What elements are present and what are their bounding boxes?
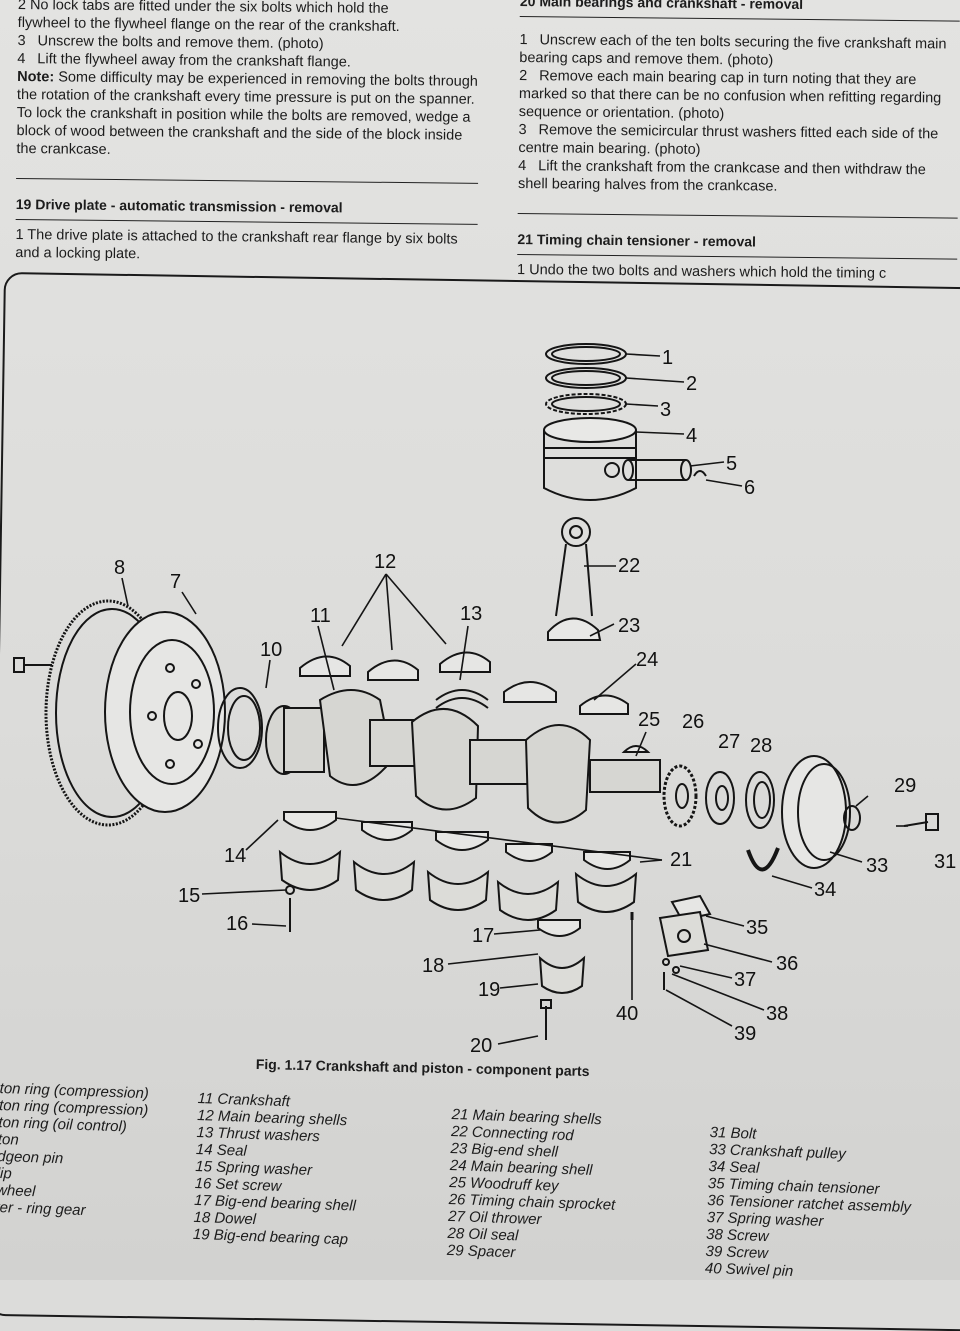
callout-7: 7 [170,571,181,593]
callout-36: 36 [776,953,798,975]
callout-40: 40 [616,1003,638,1025]
timing-chain-sprocket [662,764,698,828]
flywheel [44,599,226,827]
callout-26: 26 [682,711,704,733]
callout-3: 3 [660,399,671,421]
callout-8: 8 [114,557,125,579]
tensioner-ratchet-assembly [658,910,710,958]
callout-5: 5 [726,453,737,475]
pulley-bolt [903,813,939,831]
woodruff-key [621,745,651,753]
callout-25: 25 [638,709,660,731]
piston-ring-1 [545,343,627,365]
callout-37: 37 [734,969,756,991]
callout-14: 14 [224,845,246,867]
callout-16: 16 [226,913,248,935]
callout-10: 10 [260,639,282,661]
thrust-washers [435,689,489,709]
flywheel-bolt [13,657,52,673]
piston-ring-2 [545,367,627,389]
callout-35: 35 [746,917,768,939]
legend-column-4: 31 Bolt 33 Crankshaft pulley 34 Seal 35 … [705,1124,914,1284]
big-end-bearing-cap [538,955,586,994]
crankshaft-pulley [781,755,861,869]
connecting-rod [547,517,602,641]
callout-33: 33 [866,855,888,877]
callout-34: 34 [814,879,836,901]
legend-column-3: 21 Main bearing shells 22 Connecting rod… [447,1106,619,1265]
callout-24: 24 [636,649,658,671]
legend-column-2: 11 Crankshaft 12 Main bearing shells 13 … [193,1090,360,1249]
callout-labels: 1 2 3 4 5 6 7 8 10 11 12 13 14 15 16 17 … [114,347,956,1057]
leader-lines [121,353,908,1045]
callout-23: 23 [618,615,640,637]
big-end-shell [537,919,581,937]
big-end-bolt [540,999,552,1040]
callout-1: 1 [662,347,673,369]
callout-31: 31 [934,851,956,873]
callout-4: 4 [686,425,697,447]
callout-29: 29 [894,775,916,797]
callout-6: 6 [744,477,755,499]
tensioner-screws [662,958,680,990]
callout-18: 18 [422,955,444,977]
callout-28: 28 [750,735,772,757]
main-bearing-shells-lower [283,811,631,870]
main-bearing-shells-upper [299,651,629,715]
front-seal [746,847,780,872]
callout-15: 15 [178,885,200,907]
callout-17: 17 [472,925,494,947]
callout-12: 12 [374,551,396,573]
oil-thrower [705,771,735,825]
piston [543,417,637,501]
callout-13: 13 [460,603,482,625]
callout-21: 21 [670,849,692,871]
callout-22: 22 [618,555,640,577]
callout-2: 2 [686,373,697,395]
main-bearing-caps [278,849,638,921]
callout-39: 39 [734,1023,756,1045]
crankshaft-exploded-diagram: 1 2 3 4 5 6 7 8 10 11 12 13 14 15 16 17 … [13,343,956,1057]
callout-11: 11 [310,605,331,627]
callout-38: 38 [766,1003,788,1025]
legend-column-1: ton ring (compression) ton ring (compres… [0,1080,149,1221]
set-screw [285,885,295,932]
gudgeon-pin [622,459,707,481]
callout-20: 20 [470,1035,492,1057]
callout-19: 19 [478,979,500,1001]
callout-27: 27 [718,731,740,753]
piston-ring-3 [545,393,627,415]
rear-seal [217,687,263,769]
oil-seal [745,771,775,829]
crankshaft [265,689,661,824]
